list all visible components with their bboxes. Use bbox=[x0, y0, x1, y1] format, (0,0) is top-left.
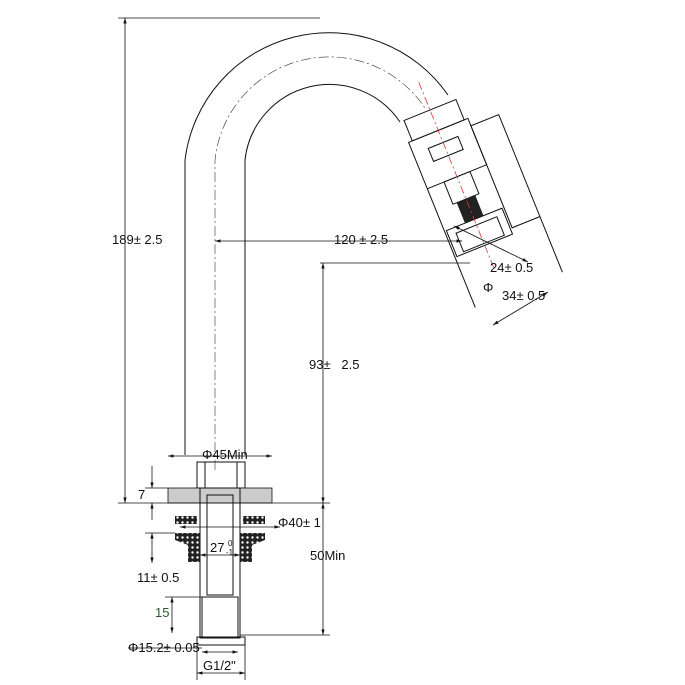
dim-deck-thickness: 50Min bbox=[310, 548, 345, 563]
base-assembly bbox=[167, 461, 273, 646]
dim-base-diameter: Φ45Min bbox=[202, 447, 248, 462]
dim-spout-height: 93± 2.5 bbox=[309, 357, 360, 372]
dim-thread-length: 15 bbox=[155, 605, 169, 620]
dim-thread-spec: G1/2" bbox=[203, 658, 236, 673]
dim-total-height: 189± 2.5 bbox=[112, 232, 163, 247]
dim-aerator-inner: 24± 0.5 bbox=[490, 260, 533, 275]
dim-thread-diameter: Φ15.2± 0.05 bbox=[128, 640, 200, 655]
dim-gasket-height: 11± 0.5 bbox=[137, 570, 179, 585]
dim-shank-tol-lower: -1 bbox=[226, 548, 234, 557]
dim-washer-diameter: Φ40± 1 bbox=[278, 515, 321, 530]
dim-base-thickness: 7 bbox=[138, 487, 145, 502]
dim-shank-diameter: 27 bbox=[210, 540, 224, 555]
dim-shank-tol-upper: 0 bbox=[228, 539, 233, 548]
dim-reach: 120 ± 2.5 bbox=[334, 232, 388, 247]
diameter-symbol: Φ bbox=[483, 280, 493, 295]
dimension-lines bbox=[118, 17, 549, 680]
dim-aerator-outer: 34± 0.5 bbox=[502, 288, 545, 303]
spout-pipe bbox=[184, 32, 449, 470]
aerator-head bbox=[403, 82, 563, 308]
